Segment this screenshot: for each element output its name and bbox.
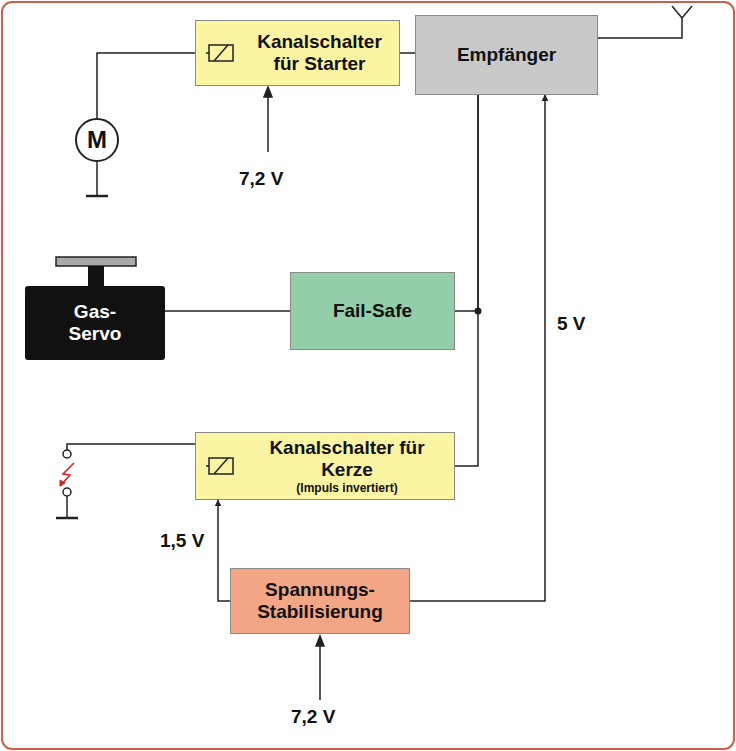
connector <box>218 500 230 601</box>
voltage-label: 1,5 V <box>158 530 206 552</box>
node-label: Kanalschalter für Kerze <box>247 437 447 481</box>
node-label: M <box>87 126 107 154</box>
connector <box>97 53 195 118</box>
voltage-label: 5 V <box>555 313 588 335</box>
receiver-box: Empfänger <box>415 15 598 95</box>
connector <box>455 95 478 311</box>
node-label: Gas- Servo <box>69 301 122 345</box>
voltage-regulator-box: Spannungs- Stabilisierung <box>230 568 410 634</box>
supply-voltage-label: 7,2 V <box>237 168 285 190</box>
channel-switch-box: Kanalschalter für Kerze(Impuls invertier… <box>195 432 455 500</box>
spark-plug-symbol <box>56 444 195 518</box>
channel-switch-box: Kanalschalter für Starter <box>195 20 400 86</box>
relay-symbol <box>206 42 236 64</box>
node-label: Fail-Safe <box>333 300 412 322</box>
node-label: Kanalschalter für Starter <box>246 31 393 75</box>
supply-voltage-label: 7,2 V <box>289 706 337 728</box>
connector <box>400 52 415 54</box>
motor-symbol: M <box>75 118 119 162</box>
ground-symbol <box>86 162 108 196</box>
servo-body: Gas- Servo <box>25 286 165 360</box>
node-label: Empfänger <box>457 44 556 66</box>
node-label: Spannungs- Stabilisierung <box>238 579 403 623</box>
connector <box>455 95 478 466</box>
fail-safe-box: Fail-Safe <box>290 272 455 350</box>
relay-symbol <box>206 455 236 477</box>
servo-horn <box>56 257 136 286</box>
node-note: (Impuls invertiert) <box>296 481 397 495</box>
antenna-symbol <box>598 6 692 38</box>
connector <box>165 310 290 312</box>
